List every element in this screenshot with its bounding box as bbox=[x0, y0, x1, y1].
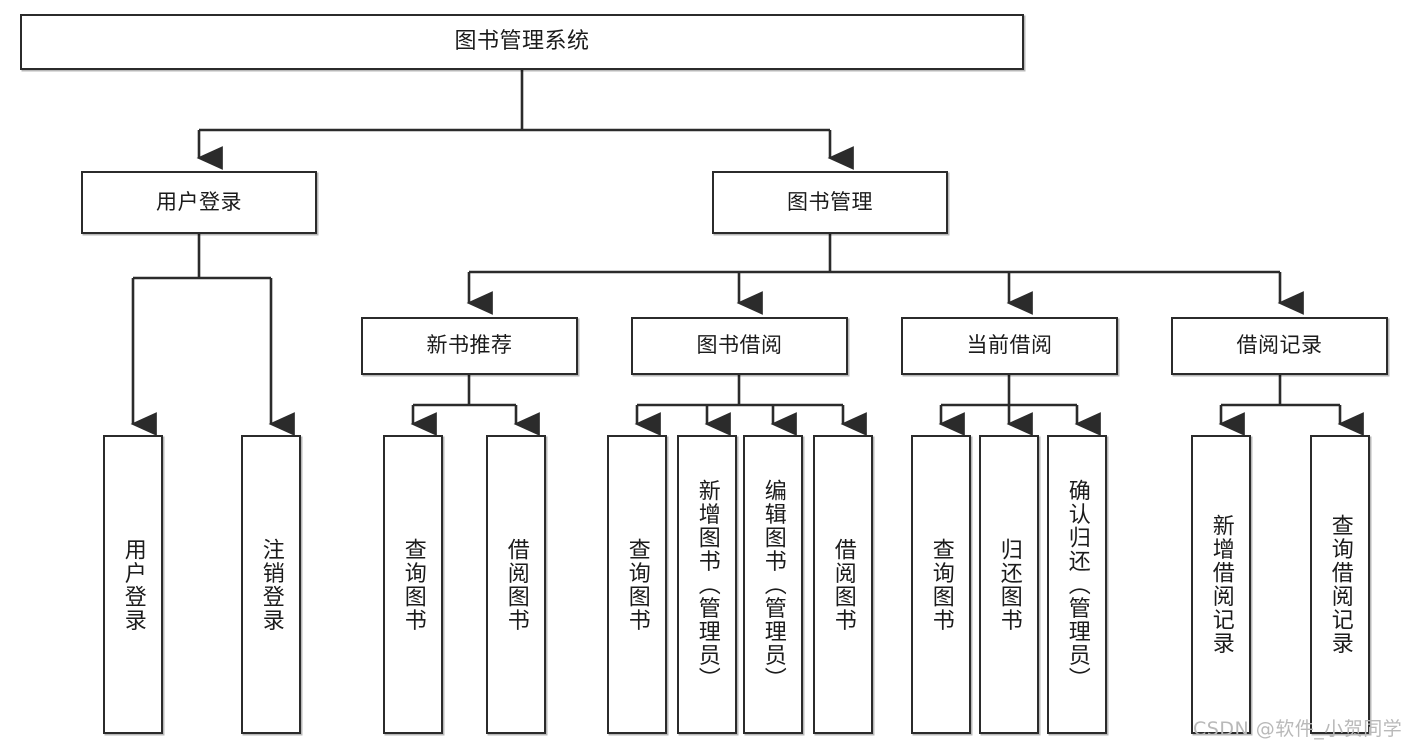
leaf-confirm-return[interactable]: 确认归还（管理员） bbox=[1047, 435, 1107, 734]
leaf-user-login-label: 用户登录 bbox=[120, 537, 146, 632]
leaf-query-book-1[interactable]: 查询图书 bbox=[383, 435, 443, 734]
node-user-login-label: 用户登录 bbox=[156, 189, 242, 214]
node-book-borrow[interactable]: 图书借阅 bbox=[631, 317, 848, 375]
node-new-book-recommend-label: 新书推荐 bbox=[426, 333, 513, 358]
leaf-borrow-book-2[interactable]: 借阅图书 bbox=[813, 435, 873, 734]
leaf-query-book-3[interactable]: 查询图书 bbox=[911, 435, 971, 734]
leaf-logout-login-label: 注销登录 bbox=[258, 537, 284, 632]
leaf-query-book-2[interactable]: 查询图书 bbox=[607, 435, 667, 734]
leaf-logout-login[interactable]: 注销登录 bbox=[241, 435, 301, 734]
leaf-add-book[interactable]: 新增图书（管理员） bbox=[677, 435, 737, 734]
node-current-borrow-label: 当前借阅 bbox=[966, 333, 1053, 358]
leaf-edit-book[interactable]: 编辑图书（管理员） bbox=[743, 435, 803, 734]
leaf-query-record[interactable]: 查询借阅记录 bbox=[1310, 435, 1370, 734]
leaf-borrow-book-1-label: 借阅图书 bbox=[503, 537, 529, 632]
leaf-edit-book-label: 编辑图书（管理员） bbox=[760, 478, 786, 691]
node-root[interactable]: 图书管理系统 bbox=[20, 14, 1024, 70]
node-current-borrow[interactable]: 当前借阅 bbox=[901, 317, 1118, 375]
leaf-return-book-label: 归还图书 bbox=[996, 537, 1022, 632]
node-user-login[interactable]: 用户登录 bbox=[81, 171, 317, 234]
node-borrow-record-label: 借阅记录 bbox=[1236, 333, 1323, 358]
leaf-query-book-2-label: 查询图书 bbox=[624, 537, 650, 632]
leaf-add-record-label: 新增借阅记录 bbox=[1208, 514, 1234, 655]
node-book-manage[interactable]: 图书管理 bbox=[712, 171, 948, 234]
leaf-borrow-book-2-label: 借阅图书 bbox=[830, 537, 856, 632]
leaf-add-book-label: 新增图书（管理员） bbox=[694, 478, 720, 691]
node-book-borrow-label: 图书借阅 bbox=[696, 333, 783, 358]
node-root-label: 图书管理系统 bbox=[454, 28, 590, 54]
leaf-return-book[interactable]: 归还图书 bbox=[979, 435, 1039, 734]
leaf-query-book-1-label: 查询图书 bbox=[400, 537, 426, 632]
node-new-book-recommend[interactable]: 新书推荐 bbox=[361, 317, 578, 375]
node-borrow-record[interactable]: 借阅记录 bbox=[1171, 317, 1388, 375]
leaf-query-record-label: 查询借阅记录 bbox=[1327, 514, 1353, 655]
leaf-borrow-book-1[interactable]: 借阅图书 bbox=[486, 435, 546, 734]
leaf-user-login[interactable]: 用户登录 bbox=[103, 435, 163, 734]
leaf-confirm-return-label: 确认归还（管理员） bbox=[1064, 478, 1090, 691]
node-book-manage-label: 图书管理 bbox=[787, 189, 873, 214]
leaf-add-record[interactable]: 新增借阅记录 bbox=[1191, 435, 1251, 734]
leaf-query-book-3-label: 查询图书 bbox=[928, 537, 954, 632]
